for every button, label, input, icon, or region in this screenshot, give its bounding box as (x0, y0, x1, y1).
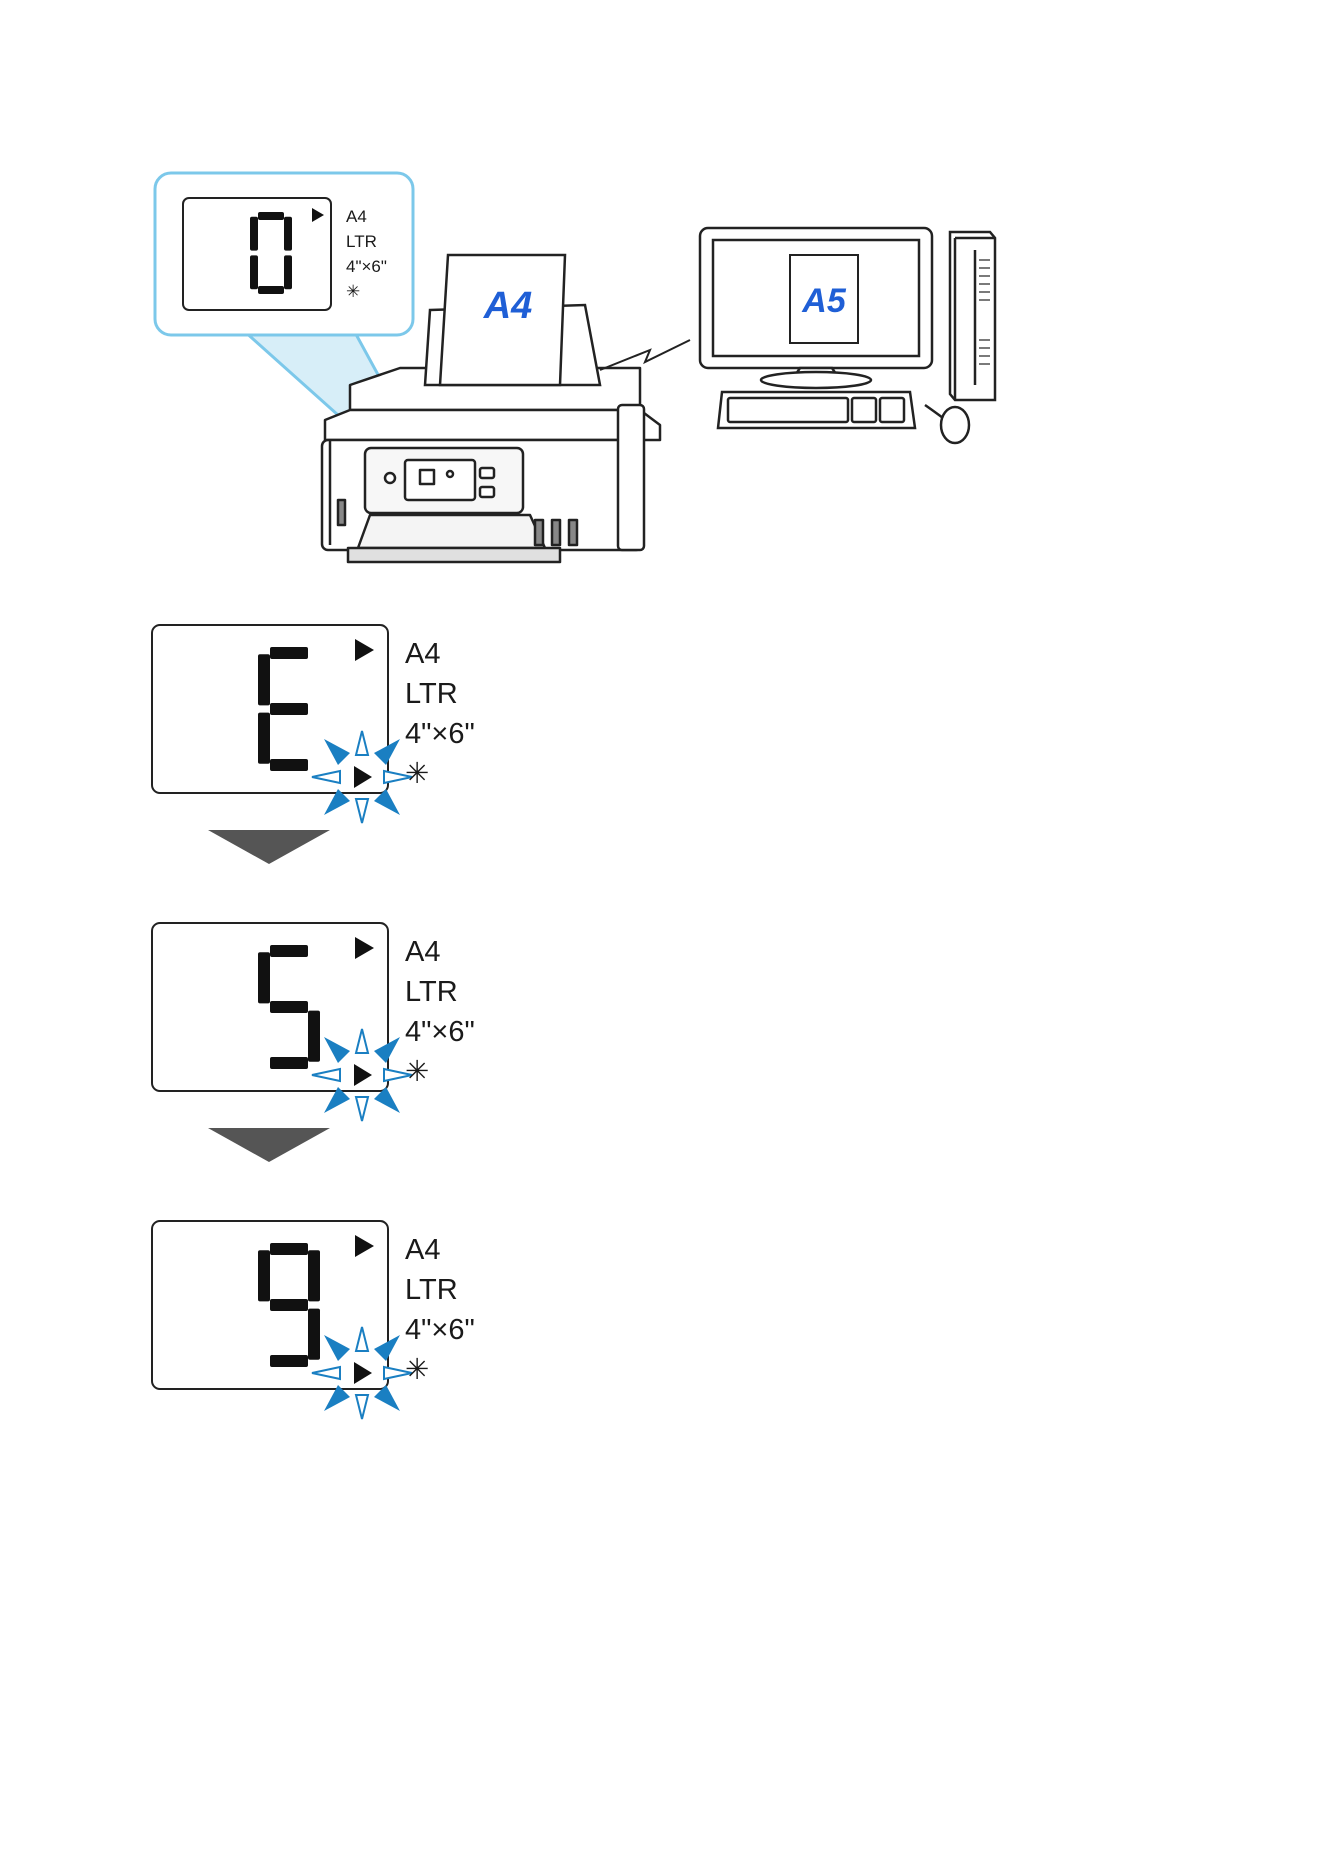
label-ltr: LTR (405, 1274, 458, 1306)
callout-label-custom: ✳ (346, 282, 360, 301)
callout-label-ltr: LTR (346, 232, 377, 251)
label-custom: ✳ (405, 1354, 429, 1386)
label-4x6: 4"×6" (405, 718, 475, 750)
monitor-paper-label: A5 (801, 282, 847, 320)
printer-computer-illustration: A4 A5 A4 (0, 0, 1324, 600)
label-a4: A4 (405, 638, 440, 670)
label-custom: ✳ (405, 1056, 429, 1088)
label-custom: ✳ (405, 758, 429, 790)
paper-sheet-a4: A4 (425, 255, 600, 385)
printer-paper-label: A4 (483, 285, 533, 327)
label-ltr: LTR (405, 976, 458, 1008)
wireless-link-icon (600, 340, 690, 370)
callout-box: A4 LTR 4"×6" ✳ (155, 173, 413, 335)
pc-tower-icon (950, 232, 995, 400)
down-arrow-icon (208, 1128, 330, 1162)
printer-icon (322, 368, 660, 562)
down-arrow-icon (208, 830, 330, 864)
callout-label-4x6: 4"×6" (346, 257, 387, 276)
label-4x6: 4"×6" (405, 1314, 475, 1346)
label-a4: A4 (405, 1234, 440, 1266)
label-a4: A4 (405, 936, 440, 968)
label-4x6: 4"×6" (405, 1016, 475, 1048)
callout-label-a4: A4 (346, 207, 367, 226)
label-ltr: LTR (405, 678, 458, 710)
